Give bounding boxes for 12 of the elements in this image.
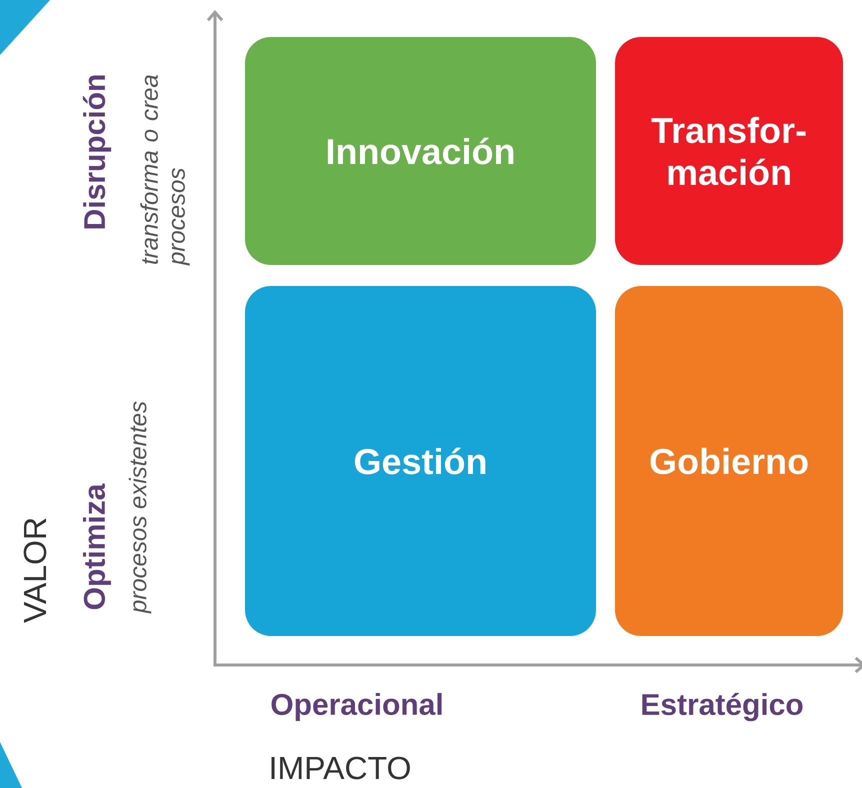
quadrant-box: Gestión: [245, 286, 596, 636]
axis-title: IMPACTO: [272, 756, 410, 780]
axis-category-label: Optimiza: [83, 483, 111, 610]
quadrant-box: Innovación: [245, 37, 596, 265]
axis-title: VALOR: [24, 518, 46, 623]
axis-description: procesos existentes: [128, 402, 152, 614]
quadrant-box: Transfor- mación: [615, 37, 843, 265]
axis-description: transforma o crea procesos: [140, 75, 190, 266]
axis-category-label: Estratégico: [642, 692, 803, 722]
axis-category-label: Disrupción: [82, 76, 112, 228]
axis-category-label: Operacional: [272, 693, 442, 721]
quadrant-box: Gobierno: [615, 286, 843, 636]
